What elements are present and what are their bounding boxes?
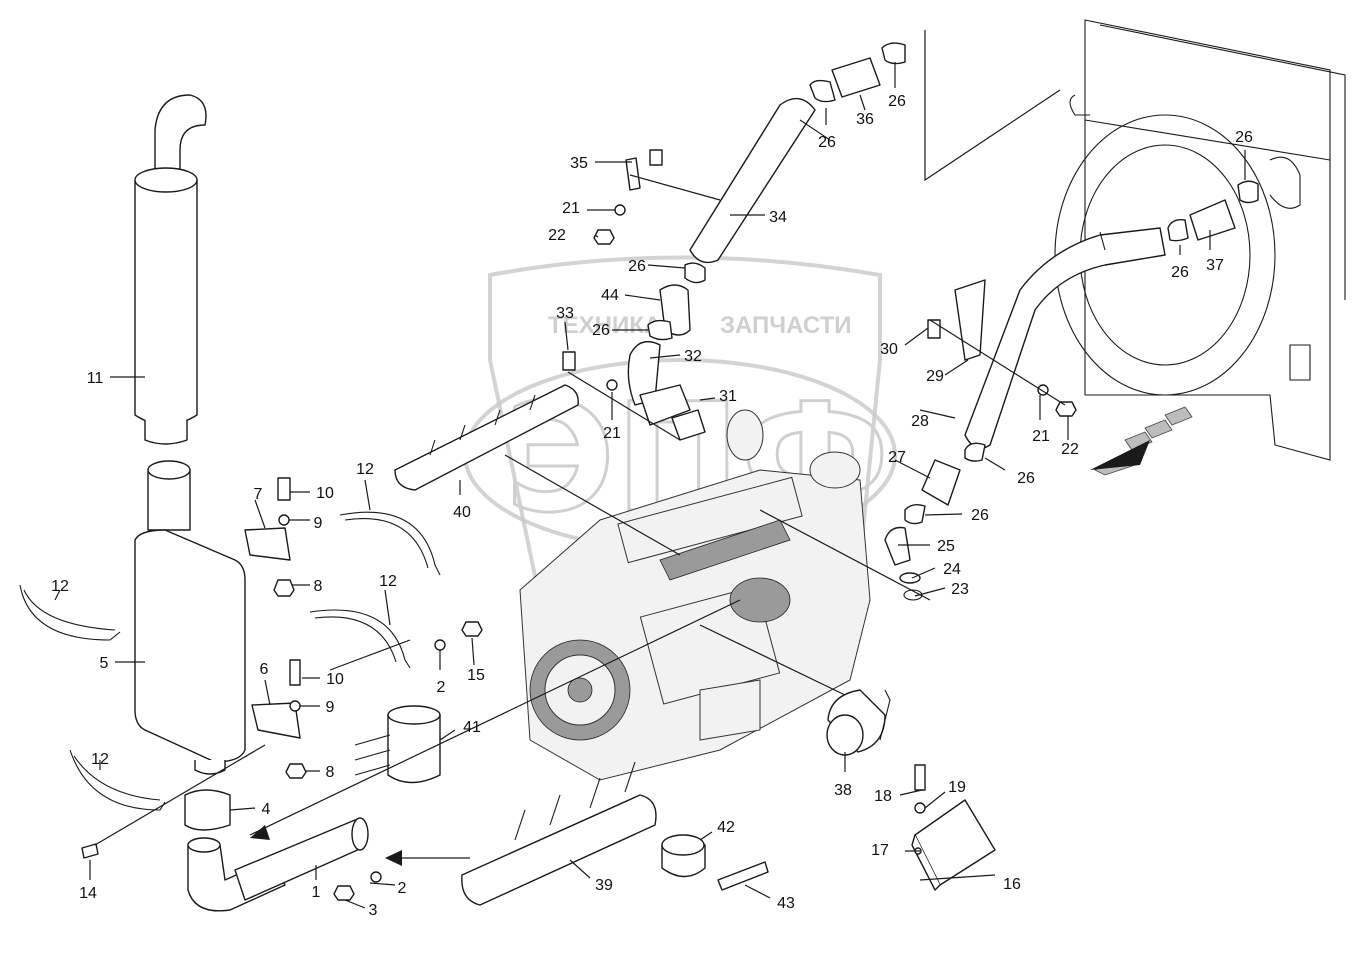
callout-14: 14 <box>79 885 97 902</box>
callout-26: 26 <box>1235 129 1253 146</box>
callout-10: 10 <box>316 485 334 502</box>
callout-8: 8 <box>326 764 335 781</box>
callout-9: 9 <box>326 699 335 716</box>
callout-21: 21 <box>603 425 621 442</box>
callout-24: 24 <box>943 561 961 578</box>
muffler-brackets <box>244 477 483 779</box>
engine-block <box>519 409 871 781</box>
callout-23: 23 <box>951 581 969 598</box>
intake-pipe-28 <box>927 180 1259 449</box>
callout-6: 6 <box>260 661 269 678</box>
arrowheads <box>250 825 470 866</box>
callout-12: 12 <box>51 578 69 595</box>
callout-17: 17 <box>871 842 889 859</box>
callout-18: 18 <box>874 788 892 805</box>
tailpipe <box>134 94 207 445</box>
callout-12: 12 <box>356 461 374 478</box>
callout-16: 16 <box>1003 876 1021 893</box>
callout-10: 10 <box>326 671 344 688</box>
callout-21: 21 <box>562 200 580 217</box>
callout-3: 3 <box>369 902 378 919</box>
callout-26: 26 <box>1017 470 1035 487</box>
callout-39: 39 <box>595 877 613 894</box>
intake-pipe-34 <box>593 42 906 264</box>
callout-15: 15 <box>467 667 485 684</box>
callout-11: 11 <box>87 370 104 387</box>
callout-8: 8 <box>314 578 323 595</box>
callout-26: 26 <box>971 507 989 524</box>
callout-2: 2 <box>398 880 407 897</box>
callout-labels: 1 2 2 3 4 5 6 7 8 8 9 9 10 10 11 12 12 1… <box>51 93 1253 919</box>
callout-29: 29 <box>926 368 944 385</box>
callout-12: 12 <box>91 751 109 768</box>
callout-26: 26 <box>1171 264 1189 281</box>
callout-32: 32 <box>684 348 702 365</box>
callout-7: 7 <box>254 486 263 503</box>
callout-21: 21 <box>1032 428 1050 445</box>
callout-22: 22 <box>1061 441 1079 458</box>
heat-shield-41 <box>354 705 441 784</box>
exhaust-inlet-pipe <box>81 789 382 912</box>
lower-hoses <box>884 442 986 601</box>
callout-37: 37 <box>1206 257 1224 274</box>
callout-9: 9 <box>314 515 323 532</box>
spacer-and-stud <box>661 834 769 891</box>
callout-33: 33 <box>556 305 574 322</box>
radiator <box>1054 19 1346 461</box>
manifold-shield <box>394 384 579 491</box>
callout-42: 42 <box>717 819 735 836</box>
callout-38: 38 <box>834 782 852 799</box>
callout-26: 26 <box>592 322 610 339</box>
watermark-text-right: ЗАПЧАСТИ <box>720 312 852 339</box>
callout-41: 41 <box>463 719 481 736</box>
callout-36: 36 <box>856 111 874 128</box>
callout-40: 40 <box>453 504 471 521</box>
muffler <box>134 460 246 775</box>
callout-1: 1 <box>312 884 321 901</box>
callout-26: 26 <box>888 93 906 110</box>
callout-31: 31 <box>719 388 737 405</box>
callout-30: 30 <box>880 341 898 358</box>
flow-direction-marker <box>1090 406 1193 476</box>
heat-shield-39 <box>461 761 657 906</box>
callout-28: 28 <box>911 413 929 430</box>
callout-19: 19 <box>948 779 966 796</box>
callout-2: 2 <box>437 679 446 696</box>
callout-34: 34 <box>769 209 787 226</box>
callout-5: 5 <box>100 655 109 672</box>
insulation-sleeve <box>826 689 891 756</box>
callout-26: 26 <box>628 258 646 275</box>
callout-12: 12 <box>379 573 397 590</box>
callout-27: 27 <box>888 449 906 466</box>
callout-44: 44 <box>601 287 619 304</box>
callout-4: 4 <box>262 801 271 818</box>
callout-43: 43 <box>777 895 795 912</box>
leader-lines <box>54 30 1246 909</box>
callout-22: 22 <box>548 227 566 244</box>
callout-25: 25 <box>937 538 955 555</box>
callout-35: 35 <box>570 155 588 172</box>
callout-26: 26 <box>818 134 836 151</box>
